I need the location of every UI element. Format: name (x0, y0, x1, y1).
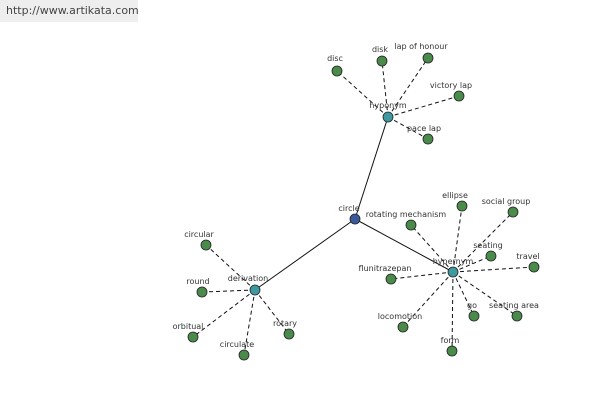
leaf-seating-label: seating (473, 241, 503, 250)
hub-derivation-label: derivation (228, 274, 268, 283)
leaf-circular-label: circular (184, 230, 214, 239)
leaf-social-group-node (507, 206, 519, 218)
leaf-travel-label: travel (516, 252, 539, 261)
leaf-lap-of-honour-node (422, 52, 434, 64)
leaf-pace-lap-label: pace lap (407, 124, 441, 133)
edge-derivation-circulate (243, 289, 256, 356)
hub-hypernym-label: hypernym (433, 257, 474, 266)
edge-derivation-circular (205, 244, 256, 291)
edge-hyponym-lap-of-honour (387, 57, 429, 118)
center-circle-label: circle (338, 204, 359, 213)
leaf-circular-node (200, 239, 212, 251)
hub-derivation-node (249, 284, 261, 296)
edge-hyponym-disc (336, 70, 389, 118)
leaf-circulate-label: circulate (220, 340, 254, 349)
leaf-ellipse-label: ellipse (442, 191, 468, 200)
leaf-rotating-mechanism-node (405, 219, 417, 231)
leaf-disc-node (331, 65, 343, 77)
edge-hypernym-rotating-mechanism (410, 224, 454, 273)
leaf-ellipse-node (456, 200, 468, 212)
edge-hypernym-go (452, 271, 475, 317)
leaf-rotary-node (283, 328, 295, 340)
leaf-orbitual-node (187, 331, 199, 343)
edge-hypernym-locomotion (402, 271, 454, 328)
site-url-watermark: http://www.artikata.com (0, 0, 139, 22)
leaf-form-label: form (441, 336, 460, 345)
leaf-round-node (196, 286, 208, 298)
leaf-circulate-node (238, 349, 250, 361)
hub-hyponym-label: hyponym (369, 101, 407, 110)
leaf-disc-label: disc (327, 54, 343, 63)
edge-derivation-round (201, 289, 256, 293)
edge-hyponym-pace-lap (387, 116, 429, 140)
center-circle-node (349, 213, 361, 225)
leaf-form-node (446, 345, 458, 357)
hub-hypernym-node (447, 266, 459, 278)
edge-hypernym-travel (452, 266, 535, 273)
leaf-round-label: round (186, 277, 209, 286)
leaf-travel-node (528, 261, 540, 273)
leaf-orbitual-label: orbitual (173, 322, 204, 331)
edge-hyponym-disk (381, 60, 389, 118)
edge-hypernym-flunitrazepan (390, 271, 454, 280)
leaf-rotating-mechanism-label: rotating mechanism (366, 210, 447, 219)
leaf-seating-area-node (511, 310, 523, 322)
leaf-go-node (468, 310, 480, 322)
edge-derivation-rotary (254, 289, 290, 335)
leaf-rotary-label: rotary (273, 319, 297, 328)
leaf-disk-label: disk (372, 45, 388, 54)
leaf-victory-lap-label: victory lap (430, 81, 472, 90)
edge-hypernym-seating-area (452, 271, 518, 317)
leaf-flunitrazepan-label: flunitrazepan (359, 264, 412, 273)
graph-nodes: disc disk lap of honour victory lap pace lap… (173, 42, 540, 361)
edge-hyponym-victory-lap (387, 95, 460, 118)
leaf-go-label: go (467, 301, 477, 310)
leaf-lap-of-honour-label: lap of honour (394, 42, 448, 51)
edge-hypernym-social-group (452, 211, 514, 273)
hub-hyponym-node (382, 111, 394, 123)
leaf-seating-area-label: seating area (489, 301, 539, 310)
edge-circle-derivation (254, 218, 356, 291)
leaf-pace-lap-node (422, 133, 434, 145)
edge-circle-hyponym (354, 116, 389, 220)
leaf-disk-node (376, 55, 388, 67)
leaf-locomotion-node (397, 321, 409, 333)
leaf-social-group-label: social group (482, 197, 531, 206)
edge-derivation-orbitual (192, 289, 256, 338)
leaf-locomotion-label: locomotion (378, 312, 422, 321)
leaf-flunitrazepan-node (385, 273, 397, 285)
edge-hypernym-form (451, 271, 454, 352)
leaf-seating-node (485, 250, 497, 262)
leaf-victory-lap-node (453, 90, 465, 102)
graph-edges (192, 57, 535, 356)
edge-circle-hypernym (354, 218, 454, 273)
